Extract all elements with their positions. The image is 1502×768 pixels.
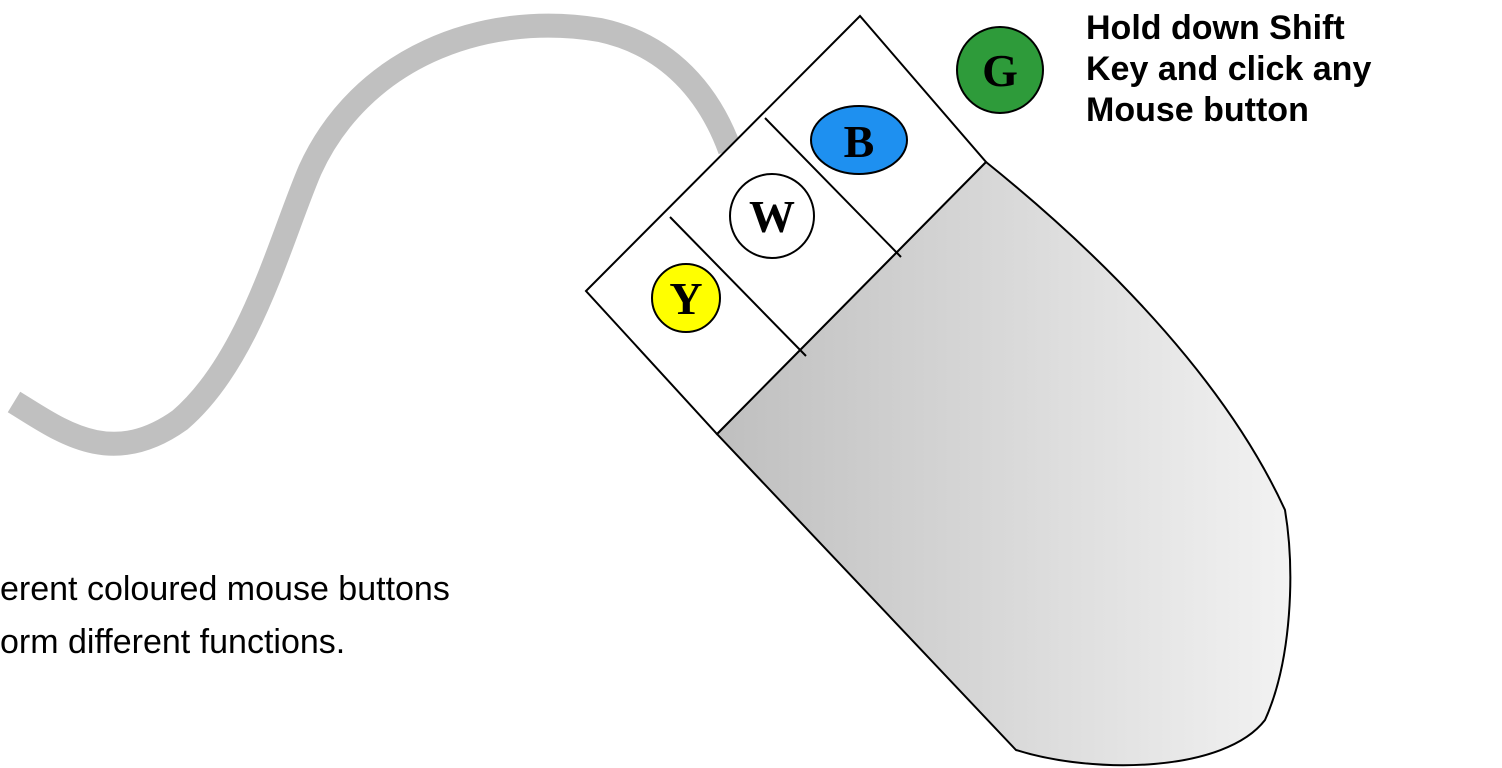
green-button-circle: [956, 26, 1044, 114]
mouse-body: [715, 160, 1292, 767]
yellow-button[interactable]: Y: [651, 263, 721, 333]
white-button-letter: W: [749, 191, 795, 242]
mouse-cable: [7, 13, 742, 456]
green-button[interactable]: G: [956, 26, 1044, 114]
yellow-button-circle: [651, 263, 721, 333]
shift-note-line-3: Mouse button: [1086, 91, 1309, 129]
blue-button-circle: [810, 105, 908, 175]
caption-line-2: orm different functions.: [0, 623, 345, 661]
caption-line-1: erent coloured mouse buttons: [0, 570, 450, 608]
yellow-button-letter: Y: [669, 273, 702, 324]
shift-note-line-2: Key and click any: [1086, 50, 1372, 88]
button-divider-right: [764, 117, 902, 258]
blue-button-letter: B: [844, 116, 875, 167]
white-button-circle: [729, 173, 815, 259]
green-button-letter: G: [982, 45, 1018, 96]
shift-note-line-1: Hold down Shift: [1086, 9, 1345, 47]
white-button[interactable]: W: [729, 173, 815, 259]
shift-click-instruction: Hold down Shift Key and click any Mouse …: [1086, 8, 1496, 131]
button-divider-left: [669, 216, 807, 357]
blue-button[interactable]: B: [810, 105, 908, 175]
